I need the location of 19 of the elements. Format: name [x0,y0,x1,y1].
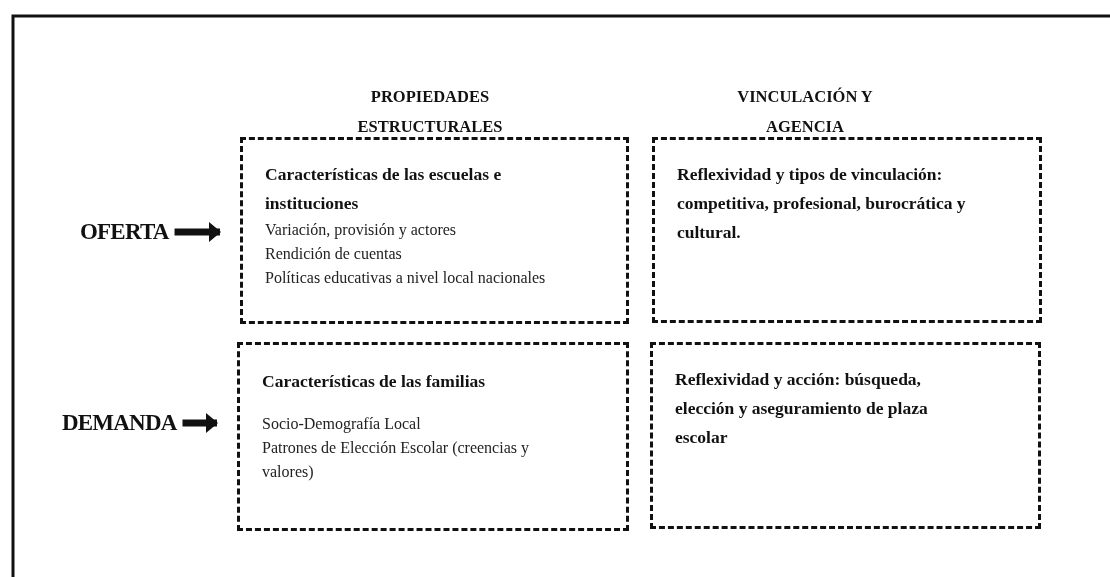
box-heading: Características de las familias [262,370,487,393]
row-label: OFERTA [80,218,169,246]
arrow [182,413,218,433]
box-text: Socio-Demografía Local [262,414,422,435]
row-label: DEMANDA [62,409,177,437]
box-text: Rendición de cuentas [265,244,403,264]
arrow [174,222,221,242]
dashed-box [652,137,1042,323]
dashed-box [240,137,629,324]
dashed-box [650,342,1041,529]
box-text: Variación, provisión y actores [265,220,458,241]
column-header: PROPIEDADES ESTRUCTURALES [356,86,504,138]
box-text: Patrones de Elección Escolar (creencias y valores) [262,438,530,482]
box-heading: Reflexividad y acción: búsqueda, elección y aseguramiento de plaza escolar [675,368,929,449]
box-heading: Características de las escuelas e instituciones [265,163,503,215]
box-text: Políticas educativas a nivel local nacionales [265,268,547,288]
dashed-box [237,342,629,531]
box-heading: Reflexividad y tipos de vinculación: competitiva, profesional, burocrática y cultural. [677,163,967,244]
column-header: VINCULACIÓN Y AGENCIA [736,86,874,138]
